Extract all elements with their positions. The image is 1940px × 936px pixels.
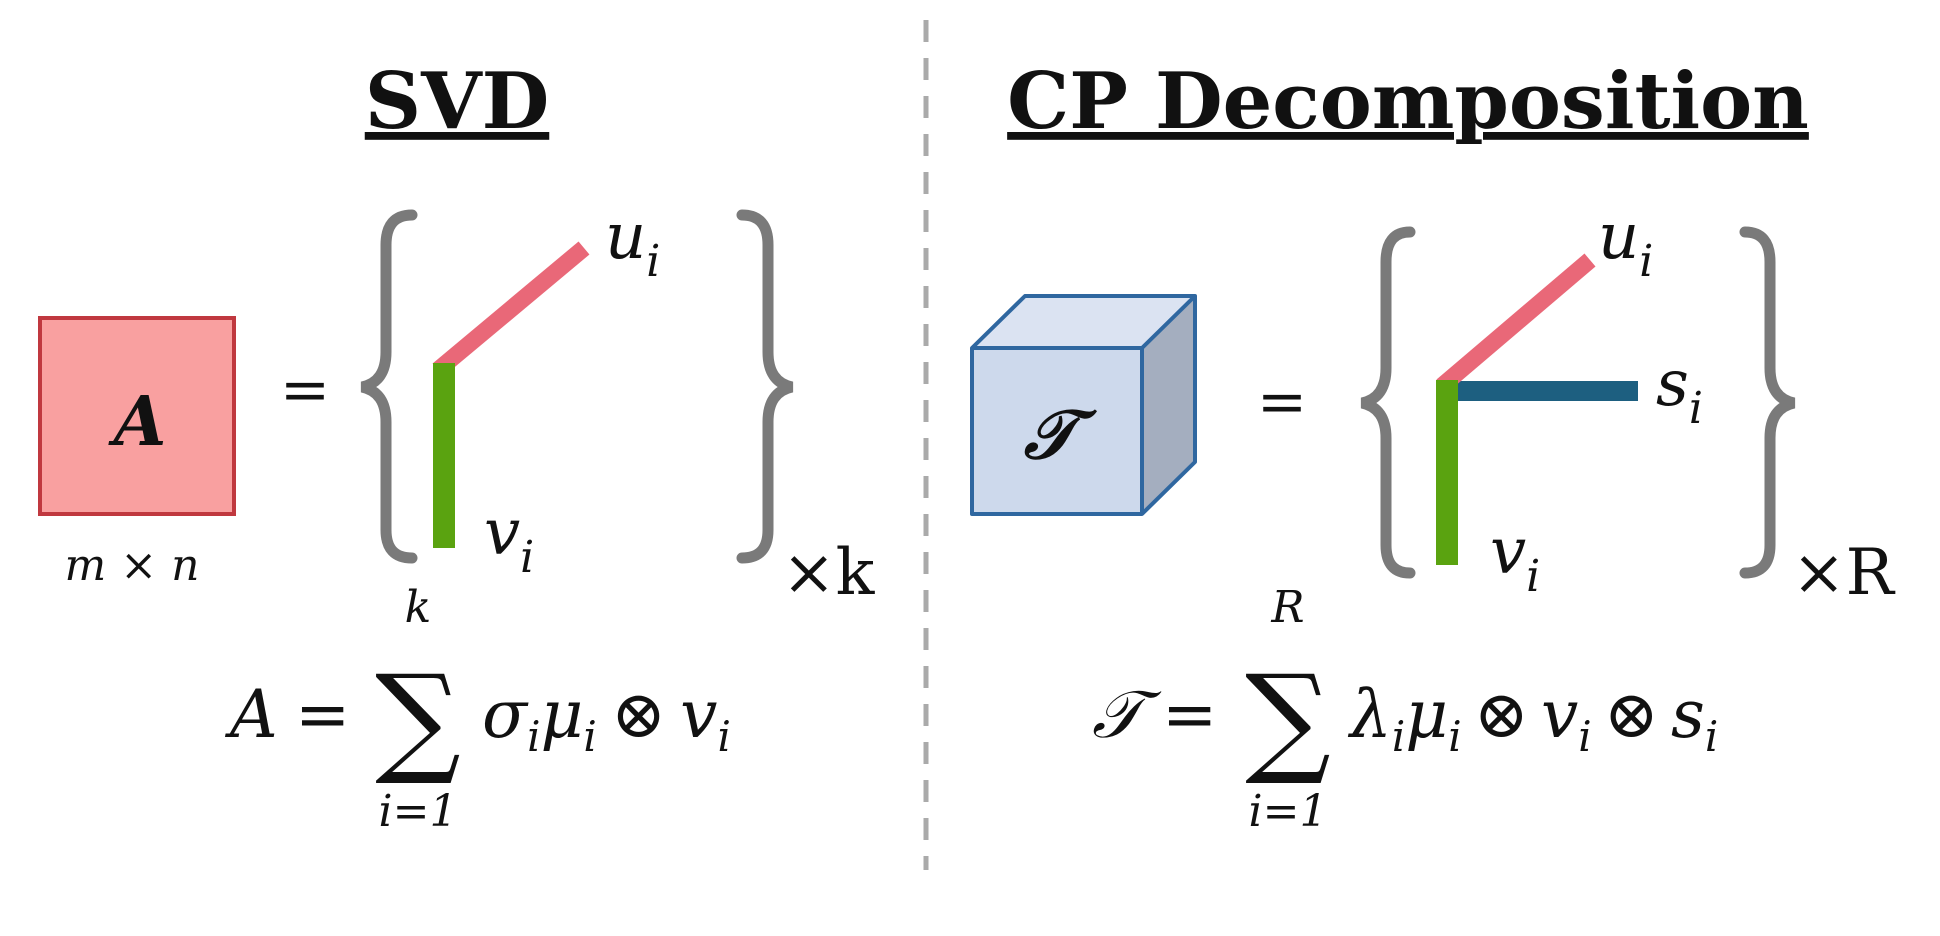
cp-sum-upper: R [1270, 582, 1304, 633]
cp-left-brace [1360, 226, 1416, 579]
svd-right-brace [736, 209, 794, 564]
svd-equals-sign: = [280, 355, 330, 425]
cp-formula-equals: = [1162, 676, 1217, 753]
cp-u-vector [1436, 253, 1596, 393]
cp-v-label: vi [1490, 515, 1540, 602]
cp-title: CP Decomposition [1007, 56, 1809, 147]
cp-right-brace [1739, 226, 1796, 579]
cp-sum-lower: i=1 [1249, 786, 1328, 837]
svd-u-vector [432, 241, 590, 377]
matrix-a-box [40, 318, 234, 514]
cube-side-face [1142, 296, 1195, 514]
cp-formula-terms: λiμi⊗vi⊗si [1347, 676, 1718, 761]
matrix-a-symbol: A [108, 382, 167, 462]
cube-front-face [972, 348, 1142, 514]
svd-formula-terms: σiμi⊗vi [482, 676, 731, 761]
svd-formula-equals: = [295, 676, 350, 753]
svd-title: SVD [365, 56, 550, 147]
cp-equals-sign: = [1257, 367, 1307, 437]
cp-u-label: ui [1598, 200, 1653, 287]
svd-left-brace [360, 209, 418, 564]
cube-outline [970, 294, 1197, 516]
svd-u-label: ui [605, 200, 660, 287]
svd-sum-lower: i=1 [379, 786, 458, 837]
cp-s-label: si [1656, 347, 1703, 434]
cp-multiplier: ×R [1792, 536, 1896, 610]
matrix-a-dimensions: m × n [65, 540, 200, 591]
svd-sum-symbol: ∑ [375, 650, 461, 789]
cube-top-face [972, 296, 1195, 348]
matrix-a-border [38, 316, 236, 516]
svd-v-label: vi [484, 496, 534, 583]
cp-sum-symbol: ∑ [1245, 650, 1331, 789]
cp-formula-lhs: 𝒯 [1092, 676, 1162, 753]
svd-formula-lhs: A [224, 676, 278, 753]
svd-multiplier: ×k [782, 536, 876, 610]
svd-sum-upper: k [405, 582, 432, 633]
